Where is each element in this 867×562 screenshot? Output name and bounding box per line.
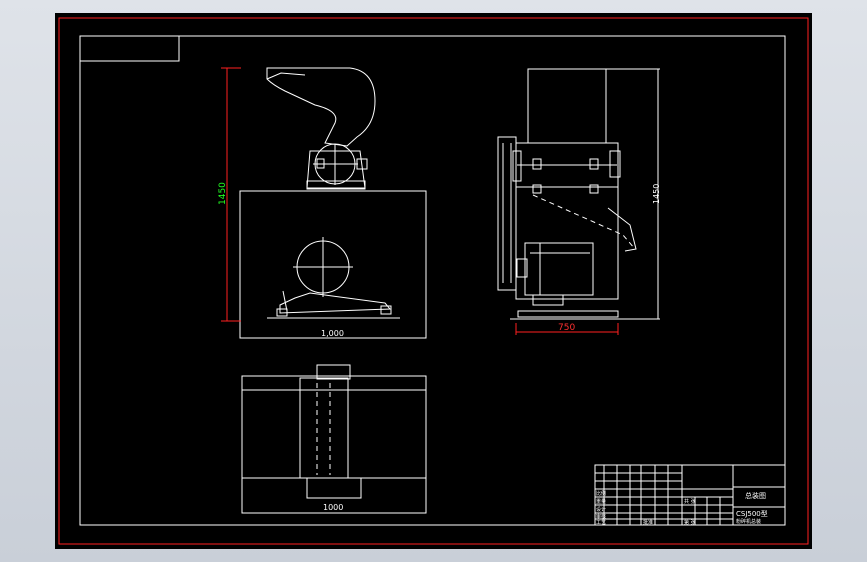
title-block-outline	[594, 464, 786, 526]
top-hopper	[299, 377, 349, 479]
top-frame-outline	[241, 375, 427, 514]
top-width-dim: 1000	[323, 503, 343, 512]
tb-label-approve: 批准	[643, 519, 653, 526]
drawing-canvas: 1450 1,000	[58, 17, 809, 545]
side-width-dim: 750	[558, 323, 575, 333]
tb-sheet-total: 共 张	[684, 498, 696, 505]
tb-label-designer: 设计	[596, 506, 606, 513]
side-bearing-right	[609, 150, 621, 178]
cad-drawing-viewport[interactable]: 1450 1,000	[55, 13, 812, 549]
top-view: 1000	[241, 364, 427, 514]
front-height-dim: 1450	[218, 182, 228, 205]
foot-right	[380, 305, 392, 315]
bearing-block	[356, 158, 368, 170]
chamber-base-flange	[306, 180, 366, 190]
motor-base-rail	[279, 292, 392, 314]
side-motor-base	[532, 294, 564, 306]
side-view: 1450 750	[497, 68, 661, 335]
bearing-block-left	[316, 158, 325, 169]
front-width-dim: 1,000	[321, 329, 344, 338]
tb-sheet-no: 第 张	[684, 519, 696, 526]
drawing-frame	[79, 35, 786, 526]
hopper-lip	[266, 72, 306, 80]
discharge-chute	[607, 207, 637, 252]
side-frame-body	[515, 186, 619, 300]
sheet-border	[58, 17, 809, 545]
side-base-plate	[517, 310, 619, 318]
side-motor-pulley	[516, 258, 528, 278]
side-height-dim: 1450	[652, 184, 661, 204]
frame-body	[239, 190, 427, 339]
tb-label-weight: 重量	[596, 498, 606, 505]
foot-left	[276, 308, 288, 317]
tb-label-process: 工艺	[596, 520, 606, 526]
tension-bolt	[282, 290, 288, 312]
tb-label-scale: 比例	[596, 490, 606, 497]
tb-model: CSJ500型	[736, 509, 768, 518]
tb-drawing-title: 总装图	[745, 491, 766, 500]
tb-product-name: 粉碎机总装	[736, 518, 761, 525]
side-bearing-4	[589, 184, 599, 194]
side-pulley-hub	[512, 150, 522, 182]
tb-label-checker: 审核	[596, 513, 606, 520]
discharge-chute-hidden	[532, 194, 636, 250]
feed-hopper	[266, 67, 376, 147]
side-hopper	[527, 68, 607, 144]
side-bearing-1	[532, 158, 542, 170]
top-frame-inner	[241, 389, 427, 479]
side-motor-body	[524, 242, 594, 296]
side-bearing-2	[589, 158, 599, 170]
front-view: 1450 1,000	[218, 67, 427, 339]
top-discharge	[306, 477, 362, 499]
top-hopper-inlet	[316, 364, 351, 380]
side-bearing-3	[532, 184, 542, 194]
reference-box	[79, 35, 180, 62]
title-block: 比例 重量 设计 审核 工艺 批准 共 张 第 张 总装图 CSJ500型 粉碎…	[594, 464, 786, 526]
